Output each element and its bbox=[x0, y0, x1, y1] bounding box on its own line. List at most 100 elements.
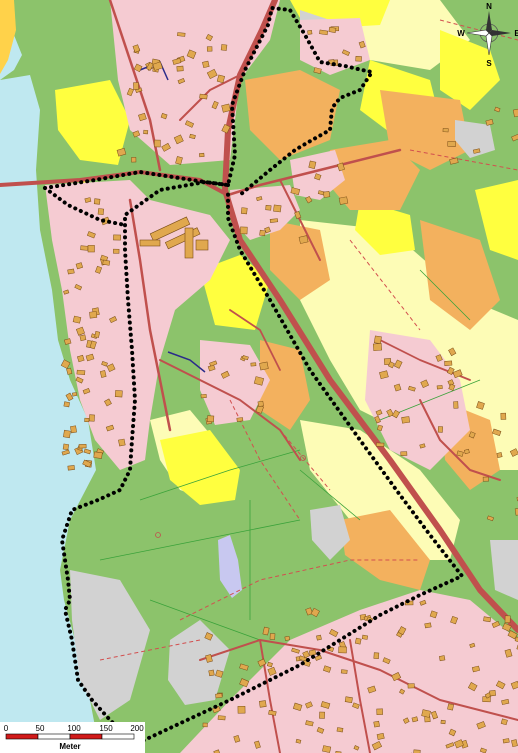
wetland-orange-3 bbox=[420, 220, 500, 330]
building-footprint bbox=[420, 379, 430, 388]
marker-circle-1 bbox=[155, 532, 161, 538]
building-footprint bbox=[237, 706, 246, 714]
building-footprint bbox=[86, 231, 96, 239]
agriculture-pale-2 bbox=[300, 420, 460, 560]
building-footprint bbox=[379, 370, 389, 380]
building-footprint bbox=[411, 716, 419, 723]
building-footprint bbox=[160, 112, 168, 120]
wetland-orange-7 bbox=[380, 90, 470, 170]
wetland-orange-4 bbox=[260, 340, 310, 430]
building-footprint bbox=[256, 196, 263, 202]
building-footprint bbox=[341, 49, 351, 56]
building-footprint bbox=[63, 289, 70, 295]
building-footprint bbox=[259, 700, 267, 708]
secondary-road-12 bbox=[229, 309, 281, 371]
building-footprint bbox=[314, 654, 323, 661]
building-footprint bbox=[319, 711, 325, 719]
building-footprint bbox=[291, 647, 300, 654]
building-footprint bbox=[483, 616, 492, 623]
building-footprint bbox=[132, 130, 141, 138]
building-footprint bbox=[78, 443, 87, 449]
building-footprint bbox=[257, 658, 267, 667]
building-footprint bbox=[295, 738, 302, 744]
building-footprint bbox=[382, 657, 391, 665]
building-footprint bbox=[204, 632, 214, 641]
building-footprint bbox=[367, 685, 377, 694]
building-footprint bbox=[75, 376, 84, 384]
building-footprint bbox=[516, 496, 518, 502]
building-footprint bbox=[424, 622, 432, 629]
water-area bbox=[0, 0, 100, 753]
building-footprint bbox=[329, 628, 339, 638]
building-footprint bbox=[476, 401, 485, 410]
building-footprint bbox=[264, 226, 271, 234]
building-footprint bbox=[511, 133, 518, 142]
building-footprint bbox=[79, 334, 87, 342]
building-footprint bbox=[93, 451, 103, 459]
building-footprint bbox=[448, 347, 457, 357]
building-footprint bbox=[118, 438, 126, 447]
building-footprint bbox=[172, 58, 182, 65]
building-footprint bbox=[67, 465, 75, 471]
building-footprint bbox=[175, 156, 183, 165]
building-footprint bbox=[189, 133, 196, 140]
building-footprint bbox=[322, 665, 332, 673]
building-footprint bbox=[294, 210, 302, 220]
building-footprint bbox=[429, 610, 438, 619]
building-footprint bbox=[489, 689, 497, 697]
scale-bar-segment-3 bbox=[69, 733, 103, 740]
building-footprint bbox=[290, 187, 301, 196]
building-footprint bbox=[472, 148, 481, 154]
building-footprint bbox=[62, 443, 70, 451]
building-footprint bbox=[236, 417, 244, 422]
building-footprint bbox=[199, 93, 208, 100]
building-footprint bbox=[63, 338, 72, 345]
building-footprint bbox=[514, 507, 518, 516]
building-footprint bbox=[109, 316, 118, 324]
compass-east-label: E bbox=[514, 29, 518, 38]
secondary-road-8 bbox=[419, 399, 501, 481]
building-footprint bbox=[257, 400, 264, 407]
scale-tick-0: 0 bbox=[4, 724, 9, 733]
building-footprint bbox=[242, 355, 249, 361]
building-footprint bbox=[93, 198, 101, 205]
building-footprint bbox=[66, 367, 73, 375]
building-footprint bbox=[408, 385, 416, 392]
compass-north-label: N bbox=[486, 2, 492, 11]
building-footprint bbox=[199, 152, 205, 158]
building-footprint bbox=[76, 369, 86, 376]
scale-bar-segment-4 bbox=[101, 733, 135, 740]
building-footprint bbox=[205, 654, 213, 663]
building-footprint bbox=[101, 360, 108, 367]
agriculture-bright-4 bbox=[440, 30, 500, 110]
bare-grey-1 bbox=[70, 570, 150, 720]
secondary-road-3 bbox=[128, 198, 172, 432]
building-footprint bbox=[262, 626, 270, 636]
agriculture-spit bbox=[0, 0, 16, 74]
building-footprint bbox=[308, 160, 317, 169]
building-footprint bbox=[516, 644, 518, 651]
wetland-orange-5 bbox=[340, 510, 430, 590]
building-footprint bbox=[400, 451, 408, 456]
bare-grey-7 bbox=[490, 540, 518, 600]
building-footprint bbox=[439, 655, 446, 662]
building-footprint bbox=[393, 359, 403, 369]
building-footprint bbox=[388, 361, 395, 369]
building-footprint bbox=[494, 106, 501, 113]
building-footprint bbox=[448, 728, 457, 737]
building-footprint bbox=[177, 32, 186, 37]
building-footprint bbox=[113, 234, 121, 241]
building-footprint bbox=[392, 409, 400, 419]
building-footprint bbox=[80, 245, 89, 251]
scale-bar: 0 50 100 150 200 Meter bbox=[0, 722, 145, 753]
building-footprint bbox=[104, 398, 112, 407]
building-footprint bbox=[250, 362, 257, 367]
scale-tick-200: 200 bbox=[130, 724, 144, 733]
building-footprint bbox=[491, 620, 501, 628]
scale-tick-100: 100 bbox=[67, 724, 81, 733]
building-footprint bbox=[240, 207, 248, 215]
building-footprint bbox=[298, 235, 309, 244]
residential-zone-west bbox=[45, 180, 230, 470]
bare-grey-3 bbox=[310, 505, 350, 560]
